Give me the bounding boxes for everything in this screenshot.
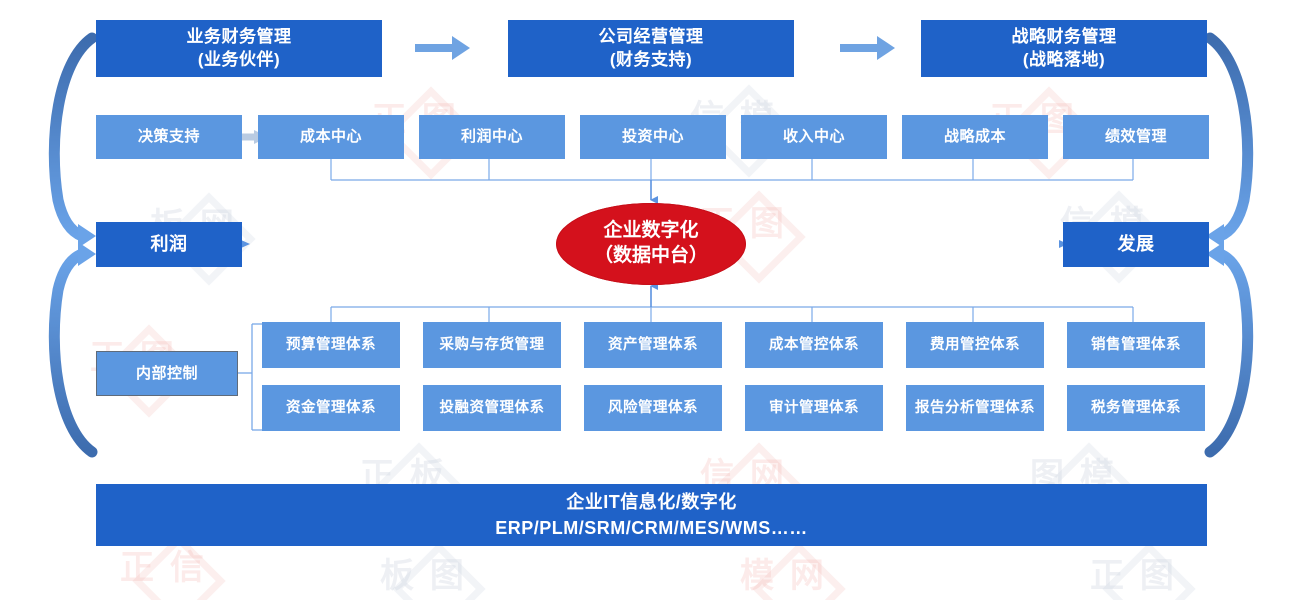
system-box-expense-control-system[interactable]: 费用管控体系	[906, 322, 1044, 368]
watermark-mark	[752, 542, 846, 600]
system-box-investment-financing-system[interactable]: 投融资管理体系	[423, 385, 561, 431]
footer-banner-it-digitalization[interactable]: 企业IT信息化/数字化 ERP/PLM/SRM/CRM/MES/WMS……	[96, 484, 1207, 546]
watermark-text: 正 信	[120, 548, 206, 588]
center-box-decision-support[interactable]: 决策支持	[96, 115, 242, 159]
outcome-box-profit[interactable]: 利润	[96, 222, 242, 267]
watermark-text: 正 图	[1090, 556, 1176, 596]
system-box-budget-system[interactable]: 预算管理体系	[262, 322, 400, 368]
center-box-performance-mgmt[interactable]: 绩效管理	[1063, 115, 1209, 159]
system-box-audit-system[interactable]: 审计管理体系	[745, 385, 883, 431]
center-box-profit-center[interactable]: 利润中心	[419, 115, 565, 159]
system-box-sales-system[interactable]: 销售管理体系	[1067, 322, 1205, 368]
system-box-report-analysis-system[interactable]: 报告分析管理体系	[906, 385, 1044, 431]
watermark-mark	[1102, 542, 1196, 600]
watermark-mark	[392, 542, 486, 600]
system-box-cost-control-system[interactable]: 成本管控体系	[745, 322, 883, 368]
internal-control-box[interactable]: 内部控制	[96, 351, 238, 396]
system-box-asset-system[interactable]: 资产管理体系	[584, 322, 722, 368]
top-box-strategic-finance[interactable]: 战略财务管理 (战略落地)	[921, 20, 1207, 77]
top-box-company-operation[interactable]: 公司经营管理 (财务支持)	[508, 20, 794, 77]
center-box-strategic-cost[interactable]: 战略成本	[902, 115, 1048, 159]
center-box-investment-center[interactable]: 投资中心	[580, 115, 726, 159]
watermark-text: 板 图	[380, 556, 466, 596]
outcome-box-development[interactable]: 发展	[1063, 222, 1209, 267]
system-box-funds-system[interactable]: 资金管理体系	[262, 385, 400, 431]
center-box-revenue-center[interactable]: 收入中心	[741, 115, 887, 159]
center-box-cost-center[interactable]: 成本中心	[258, 115, 404, 159]
hub-enterprise-digitalization[interactable]: 企业数字化 （数据中台）	[556, 203, 746, 285]
system-box-risk-system[interactable]: 风险管理体系	[584, 385, 722, 431]
watermark-text: 模 网	[740, 556, 826, 596]
top-box-business-finance[interactable]: 业务财务管理 (业务伙伴)	[96, 20, 382, 77]
system-box-tax-system[interactable]: 税务管理体系	[1067, 385, 1205, 431]
system-box-procurement-inventory-system[interactable]: 采购与存货管理	[423, 322, 561, 368]
